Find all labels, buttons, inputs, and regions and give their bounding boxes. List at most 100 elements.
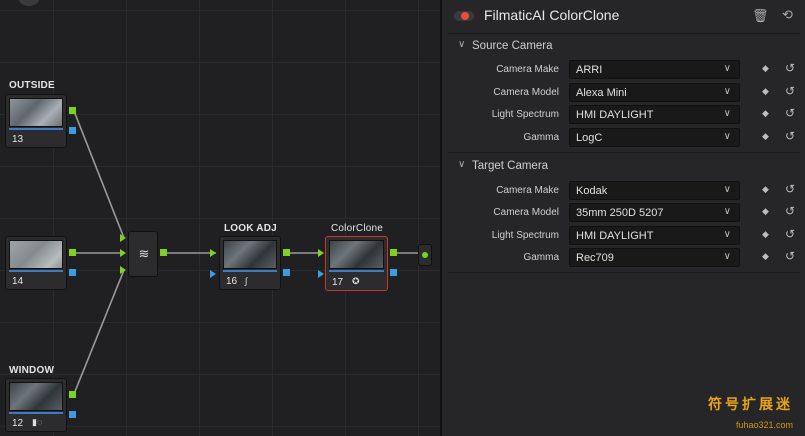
reset-icon[interactable]: ↺ [785, 84, 796, 98]
keyframe-icon[interactable]: ◆ [762, 229, 769, 239]
rgb-input-port[interactable] [318, 249, 324, 257]
node-colorclone[interactable]: 17 ✪ [325, 236, 388, 291]
chevron-down-icon: ∨ [723, 184, 731, 195]
plugin-header: FilmaticAI ColorClone 🗑 ⟲ [442, 0, 805, 32]
wire-window-to-mixer [73, 269, 125, 395]
target-gamma-select[interactable]: Rec709 ∨ [569, 248, 740, 267]
alpha-output-port[interactable] [69, 411, 76, 418]
reset-icon[interactable]: ↺ [785, 61, 796, 75]
row-target-light-spectrum: Light Spectrum HMI DAYLIGHT ∨ ◆ ↺ [442, 225, 805, 247]
chevron-down-icon: ∨ [723, 229, 731, 240]
trash-icon[interactable]: 🗑 [752, 8, 769, 23]
alpha-output-port[interactable] [69, 269, 76, 276]
node-label-window: WINDOW [9, 365, 55, 376]
node-graph[interactable]: OUTSIDE 13 14 WINDOW 12 ▮◌ ≋ LOOK ADJ 16… [0, 0, 441, 436]
panel-divider[interactable] [440, 0, 442, 436]
section-source-camera[interactable]: ∨ Source Camera [442, 35, 805, 59]
target-light-spectrum-select[interactable]: HMI DAYLIGHT ∨ [569, 226, 740, 245]
alpha-output-port[interactable] [283, 269, 290, 276]
row-target-camera-make: Camera Make Kodak ∨ ◆ ↺ [442, 180, 805, 202]
node-outside[interactable]: 13 [5, 94, 67, 148]
alpha-input-port[interactable] [210, 270, 216, 278]
keyframe-icon[interactable]: ◆ [762, 131, 769, 141]
target-camera-make-select[interactable]: Kodak ∨ [569, 181, 740, 200]
rgb-output-port[interactable] [69, 391, 76, 398]
node-thumbnail [9, 382, 63, 411]
plugin-enable-toggle[interactable] [454, 11, 474, 21]
chevron-down-icon: ∨ [723, 108, 731, 119]
keyframe-icon[interactable]: ◆ [762, 108, 769, 118]
node-connections [73, 110, 418, 395]
source-light-spectrum-select[interactable]: HMI DAYLIGHT ∨ [569, 105, 740, 124]
chevron-down-icon: ∨ [723, 63, 731, 74]
reset-icon[interactable]: ↺ [785, 227, 796, 241]
node-thumbnail [329, 240, 384, 269]
mixer-output-port[interactable] [160, 249, 167, 256]
chevron-down-icon: ∨ [723, 86, 731, 97]
node-label-outside: OUTSIDE [9, 80, 55, 91]
mixer-input-2[interactable] [120, 249, 126, 257]
graph-corner-indicator [18, 0, 40, 6]
node-label-colorclone: ColorClone [331, 223, 384, 234]
layers-icon: ≋ [138, 246, 150, 261]
node-look-adj[interactable]: 16 ∫ [219, 236, 281, 290]
reset-icon[interactable]: ↺ [785, 204, 796, 218]
node-label-look-adj: LOOK ADJ [224, 223, 277, 234]
row-target-camera-model: Camera Model 35mm 250D 5207 ∨ ◆ ↺ [442, 202, 805, 224]
source-camera-model-select[interactable]: Alexa Mini ∨ [569, 83, 740, 102]
section-title: Source Camera [472, 40, 553, 52]
chevron-down-icon: ∨ [458, 159, 466, 170]
rgb-output-port[interactable] [69, 249, 76, 256]
effects-inspector-panel: FilmaticAI ColorClone 🗑 ⟲ ∨ Source Camer… [442, 0, 805, 436]
section-title: Target Camera [472, 160, 549, 172]
alpha-output-port[interactable] [69, 127, 76, 134]
alpha-input-port[interactable] [318, 270, 324, 278]
node-number: 14 [12, 276, 24, 287]
keyframe-icon[interactable]: ◆ [762, 206, 769, 216]
mixer-input-1[interactable] [120, 234, 126, 242]
row-source-camera-make: Camera Make ARRI ∨ ◆ ↺ [442, 59, 805, 81]
reset-icon[interactable]: ↺ [785, 106, 796, 120]
wire-outside-to-mixer [73, 110, 125, 239]
node-number: 12 [12, 418, 24, 429]
reset-icon[interactable]: ↺ [785, 249, 796, 263]
rgb-output-port[interactable] [69, 107, 76, 114]
node-14[interactable]: 14 [5, 236, 67, 290]
keyframe-icon[interactable]: ◆ [762, 63, 769, 73]
rgb-output-port[interactable] [390, 249, 397, 256]
timeline-output-node[interactable] [418, 244, 432, 266]
rgb-output-port[interactable] [283, 249, 290, 256]
node-thumbnail [9, 98, 63, 127]
fx-plugin-icon: ✪ [352, 276, 360, 286]
row-source-gamma: Gamma LogC ∨ ◆ ↺ [442, 127, 805, 149]
curves-icon: ∫ [245, 276, 248, 286]
node-thumbnail [223, 240, 277, 269]
node-number: 13 [12, 134, 24, 145]
chevron-down-icon: ∨ [723, 251, 731, 262]
chevron-down-icon: ∨ [723, 206, 731, 217]
reset-icon[interactable]: ↺ [785, 182, 796, 196]
chevron-down-icon: ∨ [723, 131, 731, 142]
source-gamma-select[interactable]: LogC ∨ [569, 128, 740, 147]
alpha-output-port[interactable] [390, 269, 397, 276]
window-icon: ▮◌ [32, 417, 43, 427]
row-source-light-spectrum: Light Spectrum HMI DAYLIGHT ∨ ◆ ↺ [442, 104, 805, 126]
watermark-url: fuhao321.com [735, 420, 793, 430]
source-camera-make-select[interactable]: ARRI ∨ [569, 60, 740, 79]
rgb-input-port[interactable] [210, 249, 216, 257]
mixer-input-3[interactable] [120, 266, 126, 274]
reset-history-icon[interactable]: ⟲ [782, 7, 793, 22]
section-target-camera[interactable]: ∨ Target Camera [442, 155, 805, 179]
row-source-camera-model: Camera Model Alexa Mini ∨ ◆ ↺ [442, 82, 805, 104]
keyframe-icon[interactable]: ◆ [762, 251, 769, 261]
keyframe-icon[interactable]: ◆ [762, 184, 769, 194]
keyframe-icon[interactable]: ◆ [762, 86, 769, 96]
node-thumbnail [9, 240, 63, 269]
node-window[interactable]: 12 ▮◌ [5, 378, 67, 432]
toggle-knob [461, 12, 469, 20]
target-camera-model-select[interactable]: 35mm 250D 5207 ∨ [569, 203, 740, 222]
row-target-gamma: Gamma Rec709 ∨ ◆ ↺ [442, 247, 805, 269]
layer-mixer-node[interactable]: ≋ [128, 231, 158, 277]
watermark-text: 符号扩展迷 [708, 396, 793, 412]
reset-icon[interactable]: ↺ [785, 129, 796, 143]
